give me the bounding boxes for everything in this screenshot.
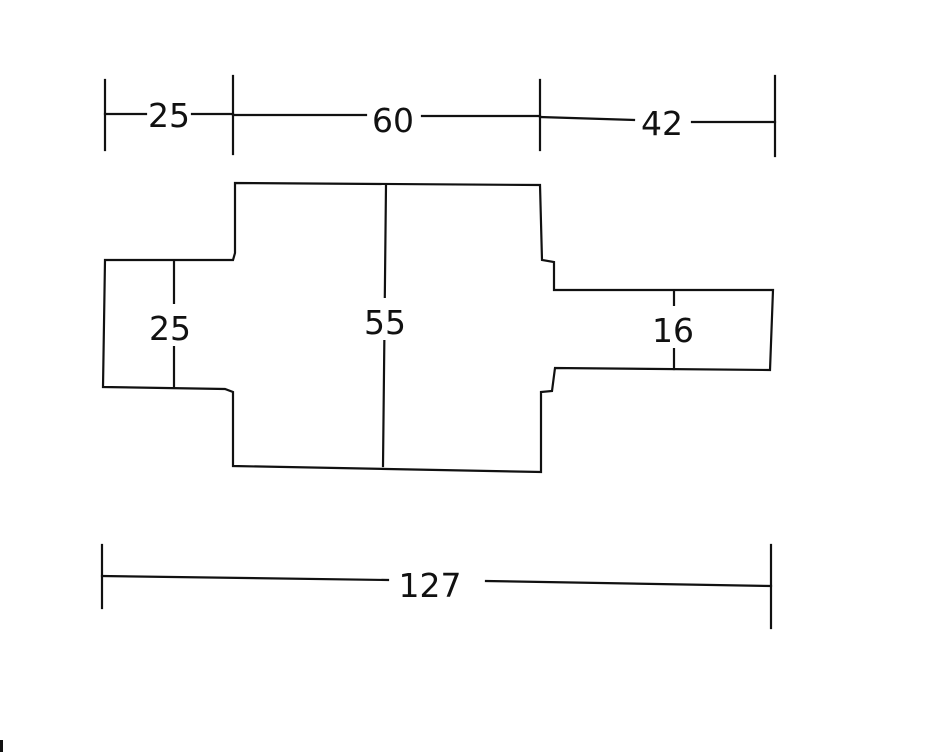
middle-height-label-bg xyxy=(360,298,410,340)
scan-mark xyxy=(0,740,3,752)
label-top-left-width: 25 xyxy=(148,96,190,135)
label-overall-width: 127 xyxy=(399,566,462,605)
right-height-label-bg xyxy=(650,306,698,348)
overall-dimension: 127 xyxy=(100,543,773,630)
label-top-right-width: 42 xyxy=(641,104,683,143)
label-right-height: 16 xyxy=(652,311,694,350)
label-top-middle-width: 60 xyxy=(372,101,414,140)
height-dimensions: 25 55 16 xyxy=(149,183,698,468)
shape-outline xyxy=(101,181,775,474)
overall-dim-line-a xyxy=(100,574,390,582)
dim-line-seg-3a xyxy=(538,115,636,122)
label-middle-height: 55 xyxy=(364,303,406,342)
shape-outline-path xyxy=(101,181,775,474)
left-height-label-bg xyxy=(150,304,198,346)
top-dimension-chain: 25 60 42 xyxy=(103,74,777,158)
overall-dim-line-b xyxy=(484,579,773,588)
label-left-height: 25 xyxy=(149,309,191,348)
